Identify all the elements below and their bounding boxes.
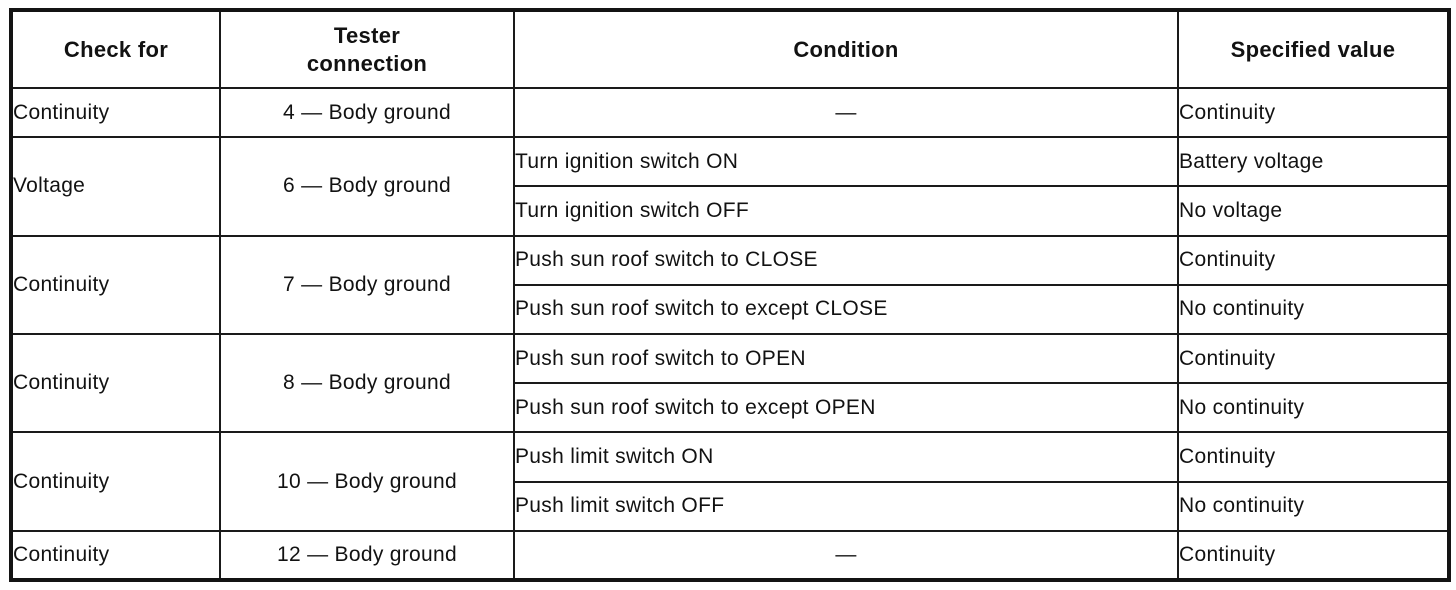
specified-value-cell: Continuity	[1177, 86, 1450, 139]
condition-cell: Push sun roof switch to CLOSE	[513, 234, 1179, 286]
condition-cell: Push sun roof switch to except CLOSE	[513, 283, 1179, 335]
condition-cell: Push sun roof switch to except OPEN	[513, 382, 1179, 434]
specified-value-cell: No voltage	[1177, 185, 1450, 237]
table-row: Continuity 12 — Body ground — Continuity	[10, 529, 1450, 582]
tester-connection-cell: 6 — Body ground	[219, 136, 515, 237]
col-header-tester-connection-label: Tester connection	[306, 23, 428, 76]
check-for-cell: Continuity	[10, 529, 221, 582]
condition-cell: Turn ignition switch OFF	[513, 185, 1179, 237]
table-row: Continuity 10 — Body ground Push limit s…	[10, 431, 1450, 532]
table-row: Turn ignition switch OFF No voltage	[11, 185, 1450, 237]
specified-value-cell: No continuity	[1177, 480, 1450, 532]
check-for-cell: Continuity	[10, 86, 221, 139]
table-row: Push sun roof switch to except OPEN No c…	[11, 382, 1450, 434]
specified-value-cell: Continuity	[1177, 332, 1450, 385]
tester-connection-cell: 4 — Body ground	[219, 86, 515, 139]
condition-cell: —	[513, 529, 1179, 582]
col-header-tester-connection: Tester connection	[219, 9, 515, 89]
tester-connection-cell: 12 — Body ground	[219, 529, 515, 582]
specified-value-cell: Continuity	[1177, 234, 1450, 286]
check-for-cell: Continuity	[10, 332, 221, 434]
col-header-check-for: Check for	[10, 9, 221, 89]
table-row: Voltage 6 — Body ground Turn ignition sw…	[10, 136, 1450, 237]
col-header-specified-value: Specified value	[1177, 9, 1450, 89]
specified-value-cell: Continuity	[1177, 431, 1450, 483]
condition-cell: Push sun roof switch to OPEN	[513, 332, 1179, 385]
condition-cell: Push limit switch OFF	[513, 480, 1179, 532]
specified-value-cell: No continuity	[1177, 382, 1450, 434]
table-row: Continuity 4 — Body ground — Continuity	[10, 86, 1450, 139]
specified-value-cell: Continuity	[1177, 529, 1450, 582]
specified-value-cell: No continuity	[1177, 283, 1450, 335]
table-row: Continuity 7 — Body ground Push sun roof…	[10, 234, 1450, 335]
check-for-cell: Voltage	[10, 136, 221, 237]
tester-connection-cell: 8 — Body ground	[219, 332, 515, 434]
check-for-cell: Continuity	[10, 234, 221, 335]
table-row: Push sun roof switch to except CLOSE No …	[11, 283, 1450, 335]
header-row: Check for Tester connection Condition Sp…	[10, 9, 1450, 89]
check-for-cell: Continuity	[10, 431, 221, 532]
specified-value-cell: Battery voltage	[1177, 136, 1450, 188]
tester-connection-cell: 10 — Body ground	[219, 431, 515, 532]
condition-cell: —	[513, 86, 1179, 139]
table-row: Push limit switch OFF No continuity	[11, 480, 1450, 532]
col-header-condition: Condition	[513, 9, 1179, 89]
condition-cell: Push limit switch ON	[513, 431, 1179, 483]
condition-cell: Turn ignition switch ON	[513, 136, 1179, 188]
table-row: Continuity 8 — Body ground Push sun roof…	[10, 332, 1450, 434]
sunroof-check-spec-table: Check for Tester connection Condition Sp…	[9, 8, 1451, 582]
tester-connection-cell: 7 — Body ground	[219, 234, 515, 335]
